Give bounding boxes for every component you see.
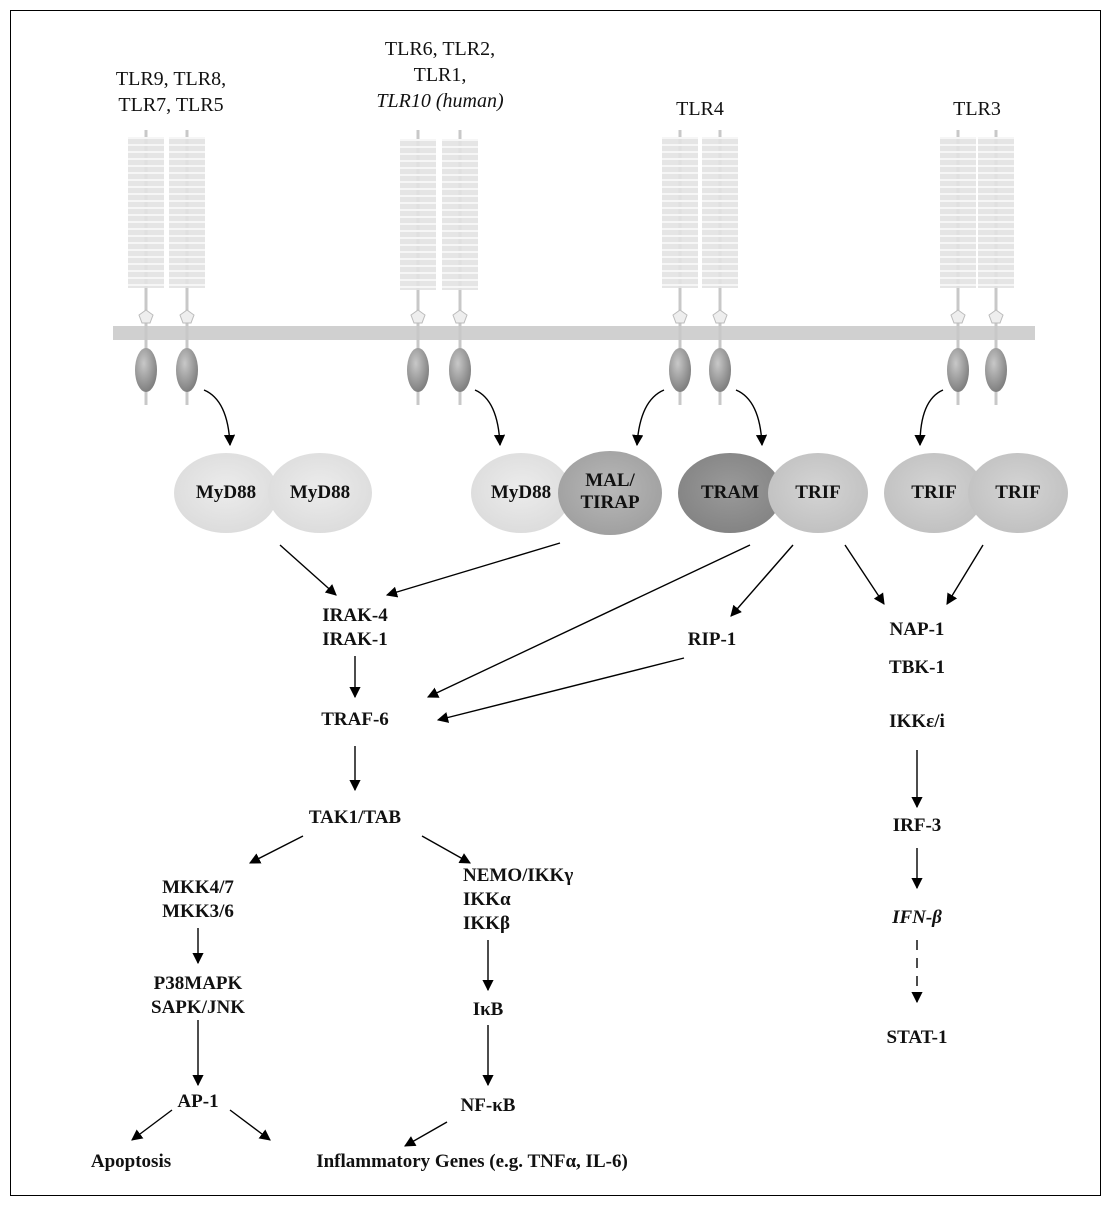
irak1-label: IRAK-1: [322, 629, 388, 650]
mal-tirap-label: MAL/ TIRAP: [560, 470, 660, 514]
trif-ellipse: [884, 453, 984, 533]
myd88-label: MyD88: [195, 482, 257, 503]
ap1-label: AP-1: [177, 1091, 219, 1112]
ikkb-label: IKKβ: [463, 913, 510, 934]
receptor-label-group2: TLR6, TLR2, TLR1, TLR10 (human): [350, 36, 530, 114]
mkk-node: MKK4/7 MKK3/6: [138, 876, 258, 924]
receptor-label-line: TLR6, TLR2,: [384, 38, 496, 60]
sapk-jnk-label: SAPK/JNK: [151, 997, 245, 1018]
myd88-ellipse: [174, 453, 278, 533]
tir-domain: [407, 348, 429, 392]
tir-domain: [709, 348, 731, 392]
tbk1-label: TBK-1: [889, 657, 945, 678]
tak1-node: TAK1/TAB: [285, 806, 425, 830]
cell-membrane: [113, 326, 1035, 340]
inflammatory-genes-node: Inflammatory Genes (e.g. TNFα, IL-6): [252, 1150, 692, 1174]
mkk36-label: MKK3/6: [162, 901, 234, 922]
p38-node: P38MAPK SAPK/JNK: [128, 972, 268, 1020]
ifnb-label: IFN-β: [892, 907, 942, 928]
trif-label: TRIF: [995, 482, 1041, 503]
receptor-label-group3: TLR4: [650, 96, 750, 122]
signaling-arrows: [131, 542, 984, 1147]
nfkb-label: NF-κB: [460, 1095, 516, 1116]
nap1-label: NAP-1: [889, 619, 945, 640]
ikka-label: IKKα: [463, 889, 511, 910]
receptor-label-group4: TLR3: [927, 96, 1027, 122]
mkk47-label: MKK4/7: [162, 877, 234, 898]
receptor-label-line: TLR4: [676, 98, 724, 120]
apoptosis-node: Apoptosis: [66, 1150, 196, 1174]
tir-domain: [985, 348, 1007, 392]
receptor-stalk: [128, 130, 164, 405]
tir-domain: [449, 348, 471, 392]
nap1-node: NAP-1: [867, 618, 967, 642]
ap1-node: AP-1: [148, 1090, 248, 1114]
receptor-label-line: TLR7, TLR5: [118, 94, 224, 116]
irf3-node: IRF-3: [867, 814, 967, 838]
tir-domain: [135, 348, 157, 392]
traf6-label: TRAF-6: [321, 709, 389, 730]
tram-label: TRAM: [700, 482, 760, 503]
receptor-label-line: TLR3: [953, 98, 1001, 120]
ifnb-node: IFN-β: [867, 906, 967, 930]
myd88-label: MyD88: [289, 482, 351, 503]
tir-domain: [669, 348, 691, 392]
irak4-label: IRAK-4: [322, 605, 388, 626]
ikke-label: IKKε/i: [889, 711, 945, 732]
mal-tirap-line: MAL/: [585, 470, 635, 491]
tbk1-node: TBK-1: [867, 656, 967, 680]
trif-ellipse: [768, 453, 868, 533]
ikb-label: IκB: [472, 999, 504, 1020]
stat1-label: STAT-1: [886, 1027, 948, 1048]
receptor-pair-tlr6-tlr2-tlr1-tlr10: [400, 130, 478, 405]
rip1-node: RIP-1: [662, 628, 762, 652]
mal-tirap-line: TIRAP: [580, 492, 640, 513]
p38mapk-label: P38MAPK: [153, 973, 243, 994]
receptor-pair-tlr9-tlr8-tlr7-tlr5: [128, 130, 205, 405]
inflammatory-genes-label: Inflammatory Genes (e.g. TNFα, IL-6): [316, 1151, 628, 1172]
figure-border: [10, 10, 1101, 1196]
receptor-label-line: TLR1,: [413, 64, 467, 86]
apoptosis-label: Apoptosis: [90, 1151, 172, 1172]
tram-ellipse: [678, 453, 782, 533]
nemo-ikkg-label: NEMO/IKKγ: [463, 865, 574, 886]
receptor-stalk: [169, 130, 205, 405]
myd88-ellipse: [471, 453, 571, 533]
receptor-adaptor-arrows: [203, 389, 944, 447]
myd88-ellipse: [268, 453, 372, 533]
receptor-label-group1: TLR9, TLR8, TLR7, TLR5: [96, 66, 246, 118]
tir-domain: [176, 348, 198, 392]
ikke-node: IKKε/i: [867, 710, 967, 734]
myd88-label: MyD88: [490, 482, 552, 503]
irf3-label: IRF-3: [892, 815, 942, 836]
receptor-pair-tlr4: [662, 130, 738, 405]
ikb-node: IκB: [438, 998, 538, 1022]
receptor-pair-tlr3: [940, 130, 1014, 405]
irak-node: IRAK-4 IRAK-1: [295, 604, 415, 652]
tir-domain: [947, 348, 969, 392]
trif-ellipse: [968, 453, 1068, 533]
stat1-node: STAT-1: [852, 1026, 982, 1050]
tak1-label: TAK1/TAB: [308, 807, 402, 828]
trif-label: TRIF: [795, 482, 841, 503]
traf6-node: TRAF-6: [295, 708, 415, 732]
trif-label: TRIF: [911, 482, 957, 503]
rip1-label: RIP-1: [687, 629, 737, 650]
receptor-label-line: TLR9, TLR8,: [115, 68, 227, 90]
nfkb-node: NF-κB: [428, 1094, 548, 1118]
nemo-node: NEMO/IKKγ IKKα IKKβ: [463, 864, 603, 936]
receptor-label-line: TLR10 (human): [376, 90, 504, 112]
mal-tirap-ellipse: [558, 451, 662, 535]
